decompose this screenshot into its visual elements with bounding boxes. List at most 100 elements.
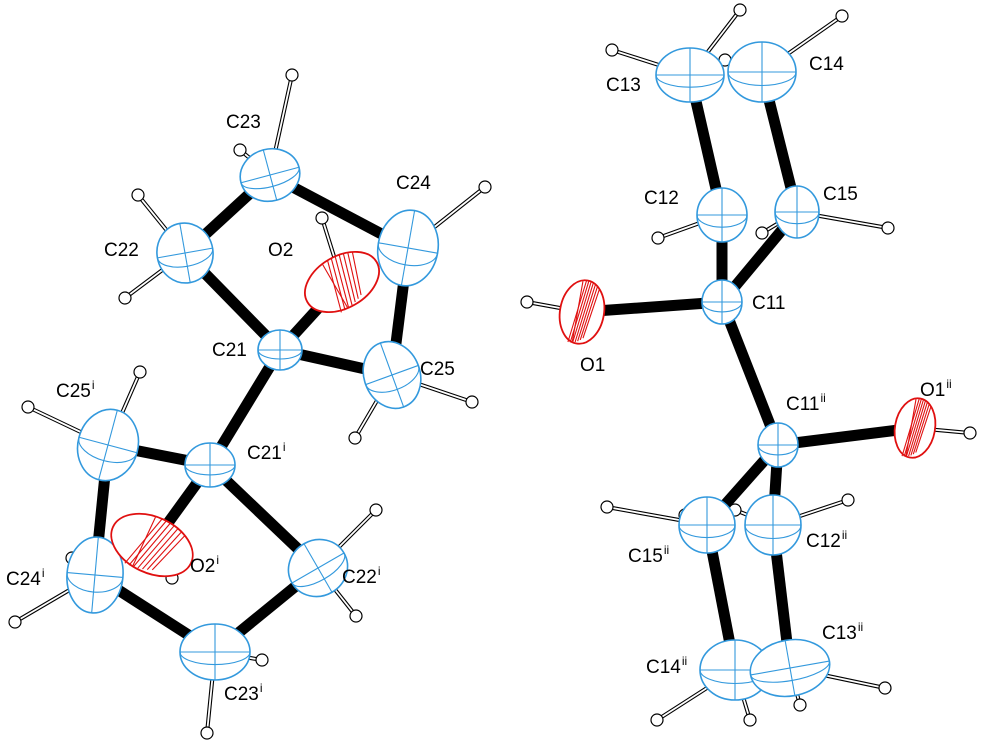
hydrogen-atom-18: [733, 3, 747, 17]
octant-hatch-o2i-2: [128, 520, 167, 566]
octant-hatch-o1ii-6: [912, 403, 930, 455]
axis-c-c12: [696, 214, 748, 228]
octant-hatch-o1-6: [579, 286, 599, 341]
label-c25: C25: [420, 359, 455, 380]
label-o1ii: O1ii: [920, 377, 952, 401]
octant-hatch-o1-3: [572, 281, 592, 343]
axis-c-c23: [240, 167, 300, 190]
atom-o2: [304, 250, 380, 314]
label-c21i: C21i: [247, 440, 286, 464]
label-c21: C21: [212, 340, 247, 361]
atom-c13ii: [749, 638, 831, 698]
octant-hatch-o1ii-5: [910, 401, 928, 456]
hydrogen-atom-23: [755, 226, 769, 240]
heavy-atom-bonds: [89, 70, 916, 672]
octant-hatch-o1-2: [569, 280, 590, 343]
axis-c-c22: [156, 248, 214, 268]
hydrogen-atom-22: [881, 221, 895, 235]
axis-b-c24: [400, 210, 416, 286]
atom-labels: C23 C24 C22 O2 C21 C25 C25i C21i C24i O2…: [6, 54, 952, 705]
label-c25i: C25i: [56, 378, 95, 402]
label-c13ii: C13ii: [822, 620, 863, 644]
axis-c-c22i: [291, 552, 346, 588]
octant-hatch-o2-3: [334, 256, 350, 308]
heavy-atoms: [66, 41, 937, 701]
label-c15: C15: [823, 184, 858, 205]
axis-c-c13: [655, 74, 725, 88]
hydrogen-atom-6: [465, 395, 479, 409]
axis-c-c24i: [66, 572, 124, 593]
label-c22i: C22i: [342, 564, 381, 588]
octant-hatch-o2-6: [347, 252, 359, 299]
label-o1: O1: [580, 355, 605, 376]
atom-c24: [376, 209, 440, 287]
bond-c11-c11ii: [716, 299, 784, 448]
octant-hatch-o1-5: [577, 284, 597, 342]
octant-edge-o2: [322, 264, 348, 308]
hydrogen-atom-15: [255, 653, 269, 667]
atom-c14ii: [699, 639, 771, 701]
label-c11ii: C11ii: [786, 391, 826, 415]
axis-b-c25: [379, 342, 405, 408]
hydrogen-atom-28: [841, 493, 855, 507]
axis-b-c13ii: [784, 640, 796, 696]
atom-c11ii: [757, 422, 799, 468]
hydrogen-atom-17: [605, 43, 619, 57]
hydrogen-atom-7: [348, 431, 362, 445]
octant-hatch-o2-5: [342, 253, 356, 303]
hydrogen-atom-0: [285, 68, 299, 82]
atom-c12: [696, 187, 748, 243]
axis-c-c15ii: [678, 524, 736, 539]
hydrogen-atom-25: [963, 426, 977, 440]
axis-c-c21: [257, 349, 303, 360]
hydrogen-atom-3: [131, 188, 145, 202]
label-o2i: O2i: [190, 553, 219, 577]
octant-hatch-o2i-7: [151, 535, 186, 571]
hydrogen-atom-31: [743, 713, 757, 727]
hydrogen-atom-8: [133, 365, 147, 379]
hydrogen-atom-21: [651, 231, 665, 245]
hydrogen-atom-13: [369, 503, 383, 517]
bond-c11ii-o1ii: [777, 422, 916, 451]
hydrogen-atom-24: [520, 295, 534, 309]
axis-c-c25i: [78, 437, 138, 463]
octant-hatch-o1ii-4: [908, 400, 927, 457]
hydrogen-atom-32: [878, 681, 892, 695]
hydrogen-atom-9: [21, 400, 35, 414]
octant-hatch-o1ii-7: [915, 406, 932, 453]
atom-c21: [257, 329, 303, 371]
axis-c-c23i: [179, 651, 251, 666]
label-c23i: C23i: [224, 681, 263, 705]
octant-hatch-o1-7: [582, 288, 600, 339]
hydrogen-atom-16: [200, 726, 214, 740]
label-c24: C24: [396, 173, 431, 194]
hydrogen-atom-2: [478, 180, 492, 194]
hydrogen-atom-4: [118, 291, 132, 305]
label-c14ii: C14ii: [646, 654, 687, 678]
label-c13: C13: [606, 75, 641, 96]
octant-edge-o1ii: [905, 399, 917, 456]
bond-c11-o1: [581, 296, 723, 318]
label-c22: C22: [104, 240, 139, 261]
atom-c23i: [179, 623, 251, 681]
atom-o2i: [110, 512, 194, 578]
atom-o1: [558, 279, 606, 345]
atom-c13: [655, 47, 725, 103]
hydrogen-atom-33: [793, 698, 807, 712]
axis-c-c25: [365, 365, 420, 393]
axis-b-c23: [262, 149, 278, 201]
axis-c-c24: [377, 242, 439, 267]
octant-hatch-o2i-1: [124, 518, 163, 564]
atom-c22i: [287, 538, 349, 598]
octant-edge-o1: [571, 281, 584, 342]
label-o2: O2: [268, 240, 293, 261]
axis-c-c11: [701, 301, 743, 313]
axis-c-c15: [774, 211, 820, 225]
atom-c15ii: [678, 496, 736, 554]
axis-c-c21i: [184, 464, 236, 476]
octant-hatch-o2i-3: [132, 522, 171, 568]
label-c23: C23: [226, 112, 261, 133]
octant-hatch-o2-2: [330, 258, 346, 311]
axis-c-c13ii: [750, 660, 830, 683]
